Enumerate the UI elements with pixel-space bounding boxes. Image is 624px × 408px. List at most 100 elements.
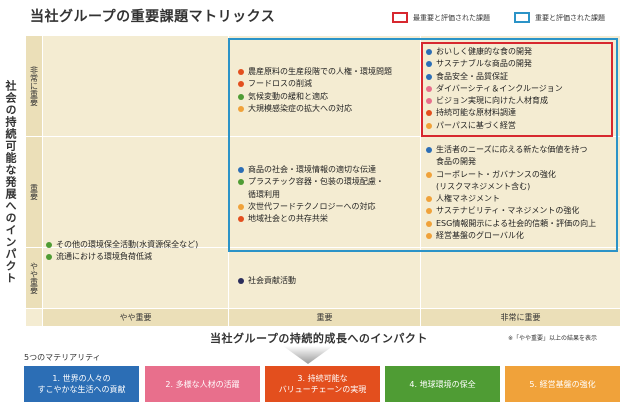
bullet-dot-icon (426, 49, 432, 55)
row-label: やや重要 (29, 262, 39, 294)
materiality-label: 4. 地球環境の保全 (409, 379, 476, 389)
issue-label: 人権マネジメント (436, 194, 500, 204)
bullet-dot-icon (238, 179, 244, 186)
grid-divider (26, 308, 620, 309)
legend-red-swatch (392, 12, 408, 23)
issue-label: 地域社会との共存共栄 (248, 214, 328, 224)
issue-label: サステナブルな商品の開発 (436, 59, 532, 69)
issue-label: 商品の社会・環境情報の適切な伝達 (248, 165, 376, 174)
bullet-dot-icon (426, 98, 432, 105)
most-important-issues-outline (421, 42, 613, 137)
cell-somewhat-important-somewhat-important: その他の環境保全活動(水資源保全など) 流通における環境負荷低減 (46, 239, 198, 264)
issue-item: 大規模感染症の拡大への対応 (238, 103, 392, 115)
materiality-label: 1. 世界の人々のすこやかな生活への貢献 (37, 374, 126, 394)
down-arrow-icon (283, 346, 333, 364)
issue-item: 商品の社会・環境情報の適切な伝達 (238, 164, 384, 176)
issue-label: ダイバーシティ＆インクルージョン (436, 83, 563, 93)
col-header-important: 重要 (229, 309, 420, 326)
issue-item: 人権マネジメント (426, 193, 596, 205)
issue-label: ESG情報開示による社会的信頼・評価の向上 (436, 218, 597, 228)
issue-item: 食品安全・品質保証 (426, 71, 563, 83)
y-axis-label: 社会の持続可能な発展へのインパクト (4, 80, 17, 284)
matrix-grid (26, 36, 620, 326)
bullet-dot-icon (426, 73, 432, 80)
materiality-title: 5つのマテリアリティ (24, 353, 101, 362)
legend-blue-swatch (514, 12, 530, 23)
issue-label: サステナビリティ・マネジメントの強化 (436, 206, 580, 216)
issue-label: 生活者のニーズに応える新たな価値を持つ食品の開発 (436, 145, 588, 167)
issue-item: その他の環境保全活動(水資源保全など) (46, 239, 198, 251)
grid-divider (26, 247, 620, 248)
cell-important-very-important: 生活者のニーズに応える新たな価値を持つ食品の開発コーポレート・ガバナンスの強化(… (426, 144, 596, 242)
bullet-dot-icon (426, 208, 432, 215)
x-axis-note: ※「やや重要」以上の結果を表示 (508, 335, 598, 342)
issue-item: パーパスに基づく経営 (426, 120, 563, 132)
issue-label: 社会貢献活動 (248, 276, 296, 285)
bullet-dot-icon (238, 93, 244, 100)
legend-blue-label: 重要と評価された課題 (535, 13, 605, 22)
bullet-dot-icon (426, 122, 432, 129)
issue-item: 地域社会との共存共栄 (238, 213, 384, 225)
row-label: 非常に重要 (29, 66, 39, 106)
bullet-dot-icon (426, 61, 432, 68)
materiality-4: 4. 地球環境の保全 (385, 366, 500, 402)
materiality-1: 1. 世界の人々のすこやかな生活への貢献 (24, 366, 139, 402)
materiality-label: 2. 多様な人材の活躍 (165, 379, 240, 389)
x-axis-label: 当社グループの持続的成長へのインパクト (210, 332, 428, 345)
row-header-important: 重要 (26, 137, 42, 247)
issue-item: おいしく健康的な食の開発 (426, 46, 563, 58)
issue-label: 農産原料の生産段階での人権・環境問題 (248, 67, 392, 76)
issue-item: 次世代フードテクノロジーへの対応 (238, 201, 384, 213)
materiality-2: 2. 多様な人材の活躍 (145, 366, 260, 402)
legend-most-important: 最重要と評価された課題 (392, 12, 490, 23)
bullet-dot-icon (426, 171, 432, 178)
bullet-dot-icon (238, 278, 244, 284)
issue-item: 生活者のニーズに応える新たな価値を持つ食品の開発 (426, 144, 596, 169)
grid-divider (42, 36, 43, 326)
materiality-3: 3. 持続可能なバリューチェーンの実現 (265, 366, 380, 402)
issue-item: 農産原料の生産段階での人権・環境問題 (238, 66, 392, 78)
bullet-dot-icon (46, 242, 52, 248)
bullet-dot-icon (426, 196, 432, 203)
issue-item: 気候変動の緩和と適応 (238, 91, 392, 103)
bullet-dot-icon (238, 203, 244, 210)
issue-item: 流通における環境負荷低減 (46, 251, 198, 263)
issue-label: 気候変動の緩和と適応 (248, 91, 328, 101)
legend-important: 重要と評価された課題 (514, 12, 605, 23)
grid-divider (26, 136, 620, 137)
bullet-dot-icon (238, 167, 244, 173)
bullet-dot-icon (238, 81, 244, 88)
bullet-dot-icon (426, 233, 432, 240)
page-title: 当社グループの重要課題マトリックス (30, 9, 276, 25)
issue-label: ビジョン実現に向けた人材育成 (436, 96, 548, 106)
materiality-label: 5. 経営基盤の強化 (529, 379, 596, 389)
bullet-dot-icon (426, 85, 432, 92)
issue-label: 経営基盤のグローバル化 (436, 231, 524, 241)
cell-very-important-very-important: おいしく健康的な食の開発サステナブルな商品の開発食品安全・品質保証ダイバーシティ… (426, 46, 563, 132)
bullet-dot-icon (238, 216, 244, 223)
issue-item: サステナブルな商品の開発 (426, 58, 563, 70)
materiality-5: 5. 経営基盤の強化 (505, 366, 620, 402)
issue-item: ESG情報開示による社会的信頼・評価の向上 (426, 218, 596, 230)
row-label: 重要 (29, 184, 39, 200)
bullet-dot-icon (238, 69, 244, 75)
issue-label: コーポレート・ガバナンスの強化(リスクマネジメント含む) (436, 169, 556, 191)
issue-label: 持続可能な原材料調達 (436, 108, 516, 118)
issue-item: ダイバーシティ＆インクルージョン (426, 83, 563, 95)
issue-item: 社会貢献活動 (238, 275, 296, 287)
issue-label: 流通における環境負荷低減 (56, 252, 152, 262)
cell-somewhat-important-important: 社会貢献活動 (238, 275, 296, 287)
issue-item: 経営基盤のグローバル化 (426, 230, 596, 242)
cell-important-important: 商品の社会・環境情報の適切な伝達プラスチック容器・包装の環境配慮・循環利用次世代… (238, 164, 384, 225)
issue-label: フードロスの削減 (248, 79, 312, 89)
materiality-label: 3. 持続可能なバリューチェーンの実現 (278, 374, 367, 394)
bullet-dot-icon (426, 147, 432, 153)
bullet-dot-icon (426, 110, 432, 117)
issue-item: ビジョン実現に向けた人材育成 (426, 95, 563, 107)
issue-label: その他の環境保全活動(水資源保全など) (56, 240, 199, 249)
issue-item: サステナビリティ・マネジメントの強化 (426, 205, 596, 217)
issue-label: 大規模感染症の拡大への対応 (248, 103, 352, 113)
col-header-somewhat-important: やや重要 (43, 309, 228, 326)
bullet-dot-icon (46, 254, 52, 261)
issue-label: パーパスに基づく経営 (436, 120, 516, 130)
